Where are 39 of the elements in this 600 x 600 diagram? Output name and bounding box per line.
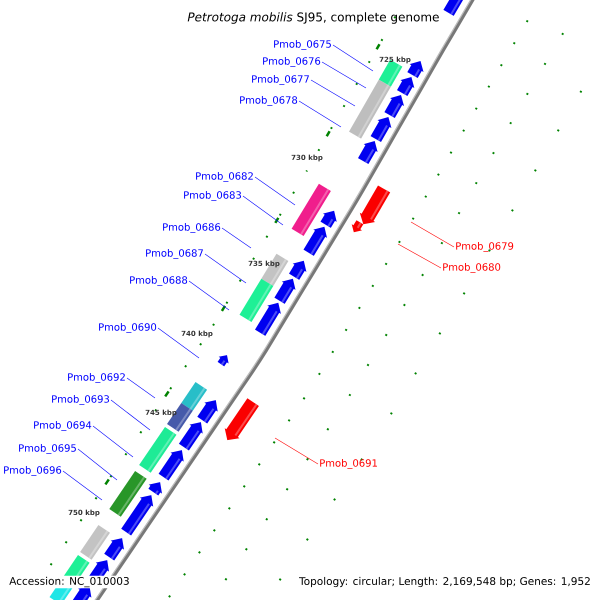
gene-label: Pmob_0677: [252, 75, 309, 85]
gene-label: Pmob_0694: [34, 421, 92, 431]
leader-line: [188, 280, 230, 310]
leader-line: [110, 400, 150, 430]
leader-line: [274, 438, 318, 464]
footer-text: Topology: circular; Length: 2,169,548 bp; Genes: 1,952: [299, 576, 590, 588]
gene-label: Pmob_0683: [184, 191, 241, 201]
leader-line: [242, 196, 284, 226]
leader-line: [332, 44, 374, 72]
leader-line: [254, 176, 296, 206]
gene-label: Pmob_0691: [320, 459, 377, 469]
title: Petrotoga mobilis SJ95, complete genome: [188, 12, 439, 24]
gene-label: Pmob_0688: [130, 276, 188, 286]
gene-label: Pmob_0680: [443, 263, 500, 273]
leader-line: [158, 328, 200, 358]
gene-label: Pmob_0690: [99, 323, 156, 333]
leader-line: [222, 228, 252, 248]
leader-line: [78, 448, 118, 480]
gene-label: Pmob_0682: [196, 172, 253, 182]
leader-line: [298, 100, 342, 128]
gene-label: Pmob_0687: [146, 249, 203, 259]
gene-label: Pmob_0692: [68, 373, 125, 383]
leader-line: [92, 426, 134, 458]
leader-line: [410, 222, 454, 248]
gene-label: Pmob_0679: [456, 242, 514, 252]
leader-line: [322, 62, 366, 88]
gene-label: Pmob_0676: [263, 57, 320, 67]
gene-label: Pmob_0695: [19, 444, 76, 454]
footer-text: Accession: NC_010003: [8, 576, 131, 588]
gene-label: Pmob_0678: [240, 96, 298, 106]
gene-label: Pmob_0675: [274, 40, 331, 50]
leader-line: [398, 244, 442, 268]
gene-label: Pmob_0686: [163, 223, 220, 233]
leader-line: [62, 470, 102, 500]
leader-line: [126, 378, 156, 398]
leader-line: [204, 254, 246, 284]
gene-label: Pmob_0696: [4, 466, 62, 476]
gene-label: Pmob_0693: [52, 395, 109, 405]
leader-line: [310, 80, 356, 106]
